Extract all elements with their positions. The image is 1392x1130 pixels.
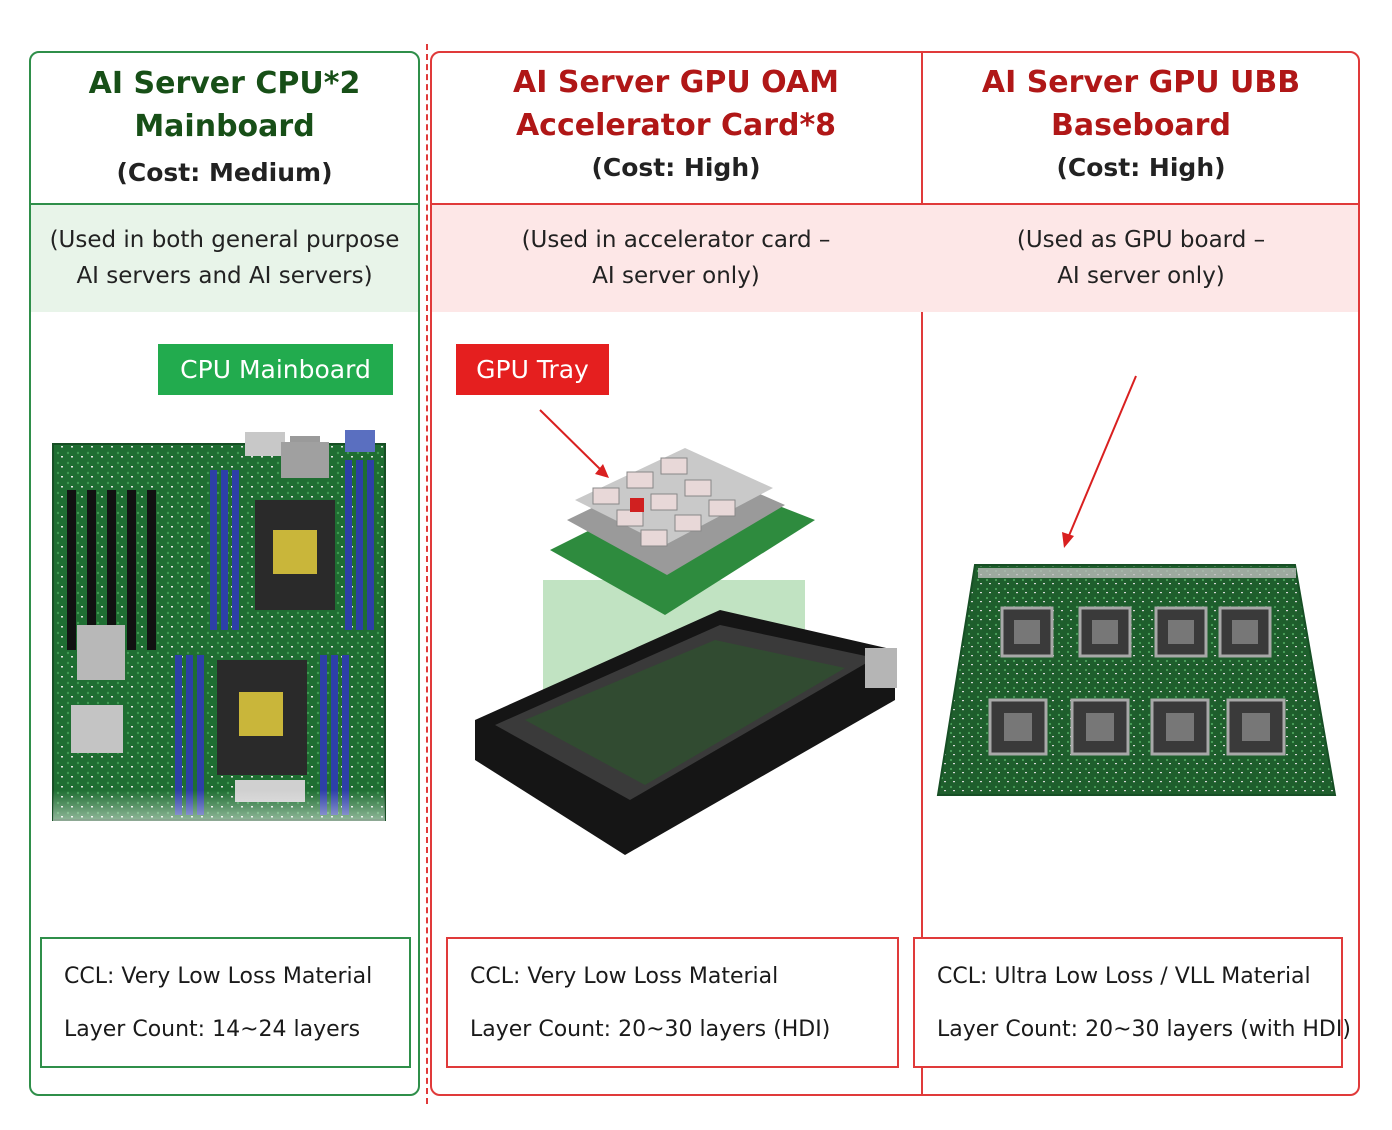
cpu-usage-line2: AI servers and AI servers) (76, 263, 373, 289)
ubb-title: AI Server GPU UBB Baseboard (923, 61, 1359, 147)
ubb-ccl: CCL: Ultra Low Loss / VLL Material (937, 964, 1311, 989)
ubb-baseboard-image (936, 375, 1337, 796)
oam-spec-box: CCL: Very Low Loss Material Layer Count:… (446, 937, 899, 1068)
ubb-title-line1: AI Server GPU UBB (981, 65, 1301, 100)
oam-title-line2: Accelerator Card*8 (515, 108, 837, 143)
cpu-cost: (Cost: Medium) (116, 158, 333, 187)
oam-usage: (Used in accelerator card – AI server on… (432, 222, 920, 294)
cpu-layer-count: Layer Count: 14~24 layers (64, 1017, 361, 1042)
oam-title-line1: AI Server GPU OAM (513, 65, 839, 100)
cpu-mainboard-image (52, 430, 386, 850)
oam-title: AI Server GPU OAM Accelerator Card*8 (432, 61, 920, 147)
panel-divider-dashed (426, 44, 428, 1104)
ubb-layer-count: Layer Count: 20~30 layers (with HDI) (937, 1017, 1351, 1042)
cpu-title: AI Server CPU*2 Mainboard (31, 62, 418, 148)
oam-cost: (Cost: High) (591, 153, 761, 182)
gpu-tray-image (475, 409, 897, 855)
oam-layer-count: Layer Count: 20~30 layers (HDI) (470, 1017, 831, 1042)
oam-usage-line2: AI server only) (592, 263, 760, 289)
oam-usage-line1: (Used in accelerator card – (521, 227, 831, 253)
cpu-ccl: CCL: Very Low Loss Material (64, 964, 373, 989)
cpu-mainboard-tag: CPU Mainboard (158, 344, 393, 395)
ubb-title-line2: Baseboard (1051, 108, 1231, 143)
gpu-panel (430, 51, 1360, 1096)
cpu-title-line1: AI Server CPU*2 (88, 66, 361, 101)
cpu-panel (29, 51, 420, 1096)
gpu-tray-tag: GPU Tray (456, 344, 609, 395)
cpu-usage: (Used in both general purpose AI servers… (31, 222, 418, 294)
oam-ccl: CCL: Very Low Loss Material (470, 964, 779, 989)
cpu-header-divider (30, 203, 419, 205)
cpu-title-line2: Mainboard (134, 109, 315, 144)
ubb-usage: (Used as GPU board – AI server only) (923, 222, 1359, 294)
ubb-usage-line2: AI server only) (1057, 263, 1225, 289)
cpu-usage-line1: (Used in both general purpose (49, 227, 400, 253)
cpu-spec-box: CCL: Very Low Loss Material Layer Count:… (40, 937, 411, 1068)
ubb-spec-box: CCL: Ultra Low Loss / VLL Material Layer… (913, 937, 1351, 1068)
column-divider (921, 52, 923, 1094)
cpu-usage-band (31, 205, 418, 312)
ubb-usage-line1: (Used as GPU board – (1016, 227, 1266, 253)
gpu-header-divider (431, 203, 1359, 205)
ubb-cost: (Cost: High) (1056, 153, 1226, 182)
gpu-usage-band (432, 205, 1358, 312)
